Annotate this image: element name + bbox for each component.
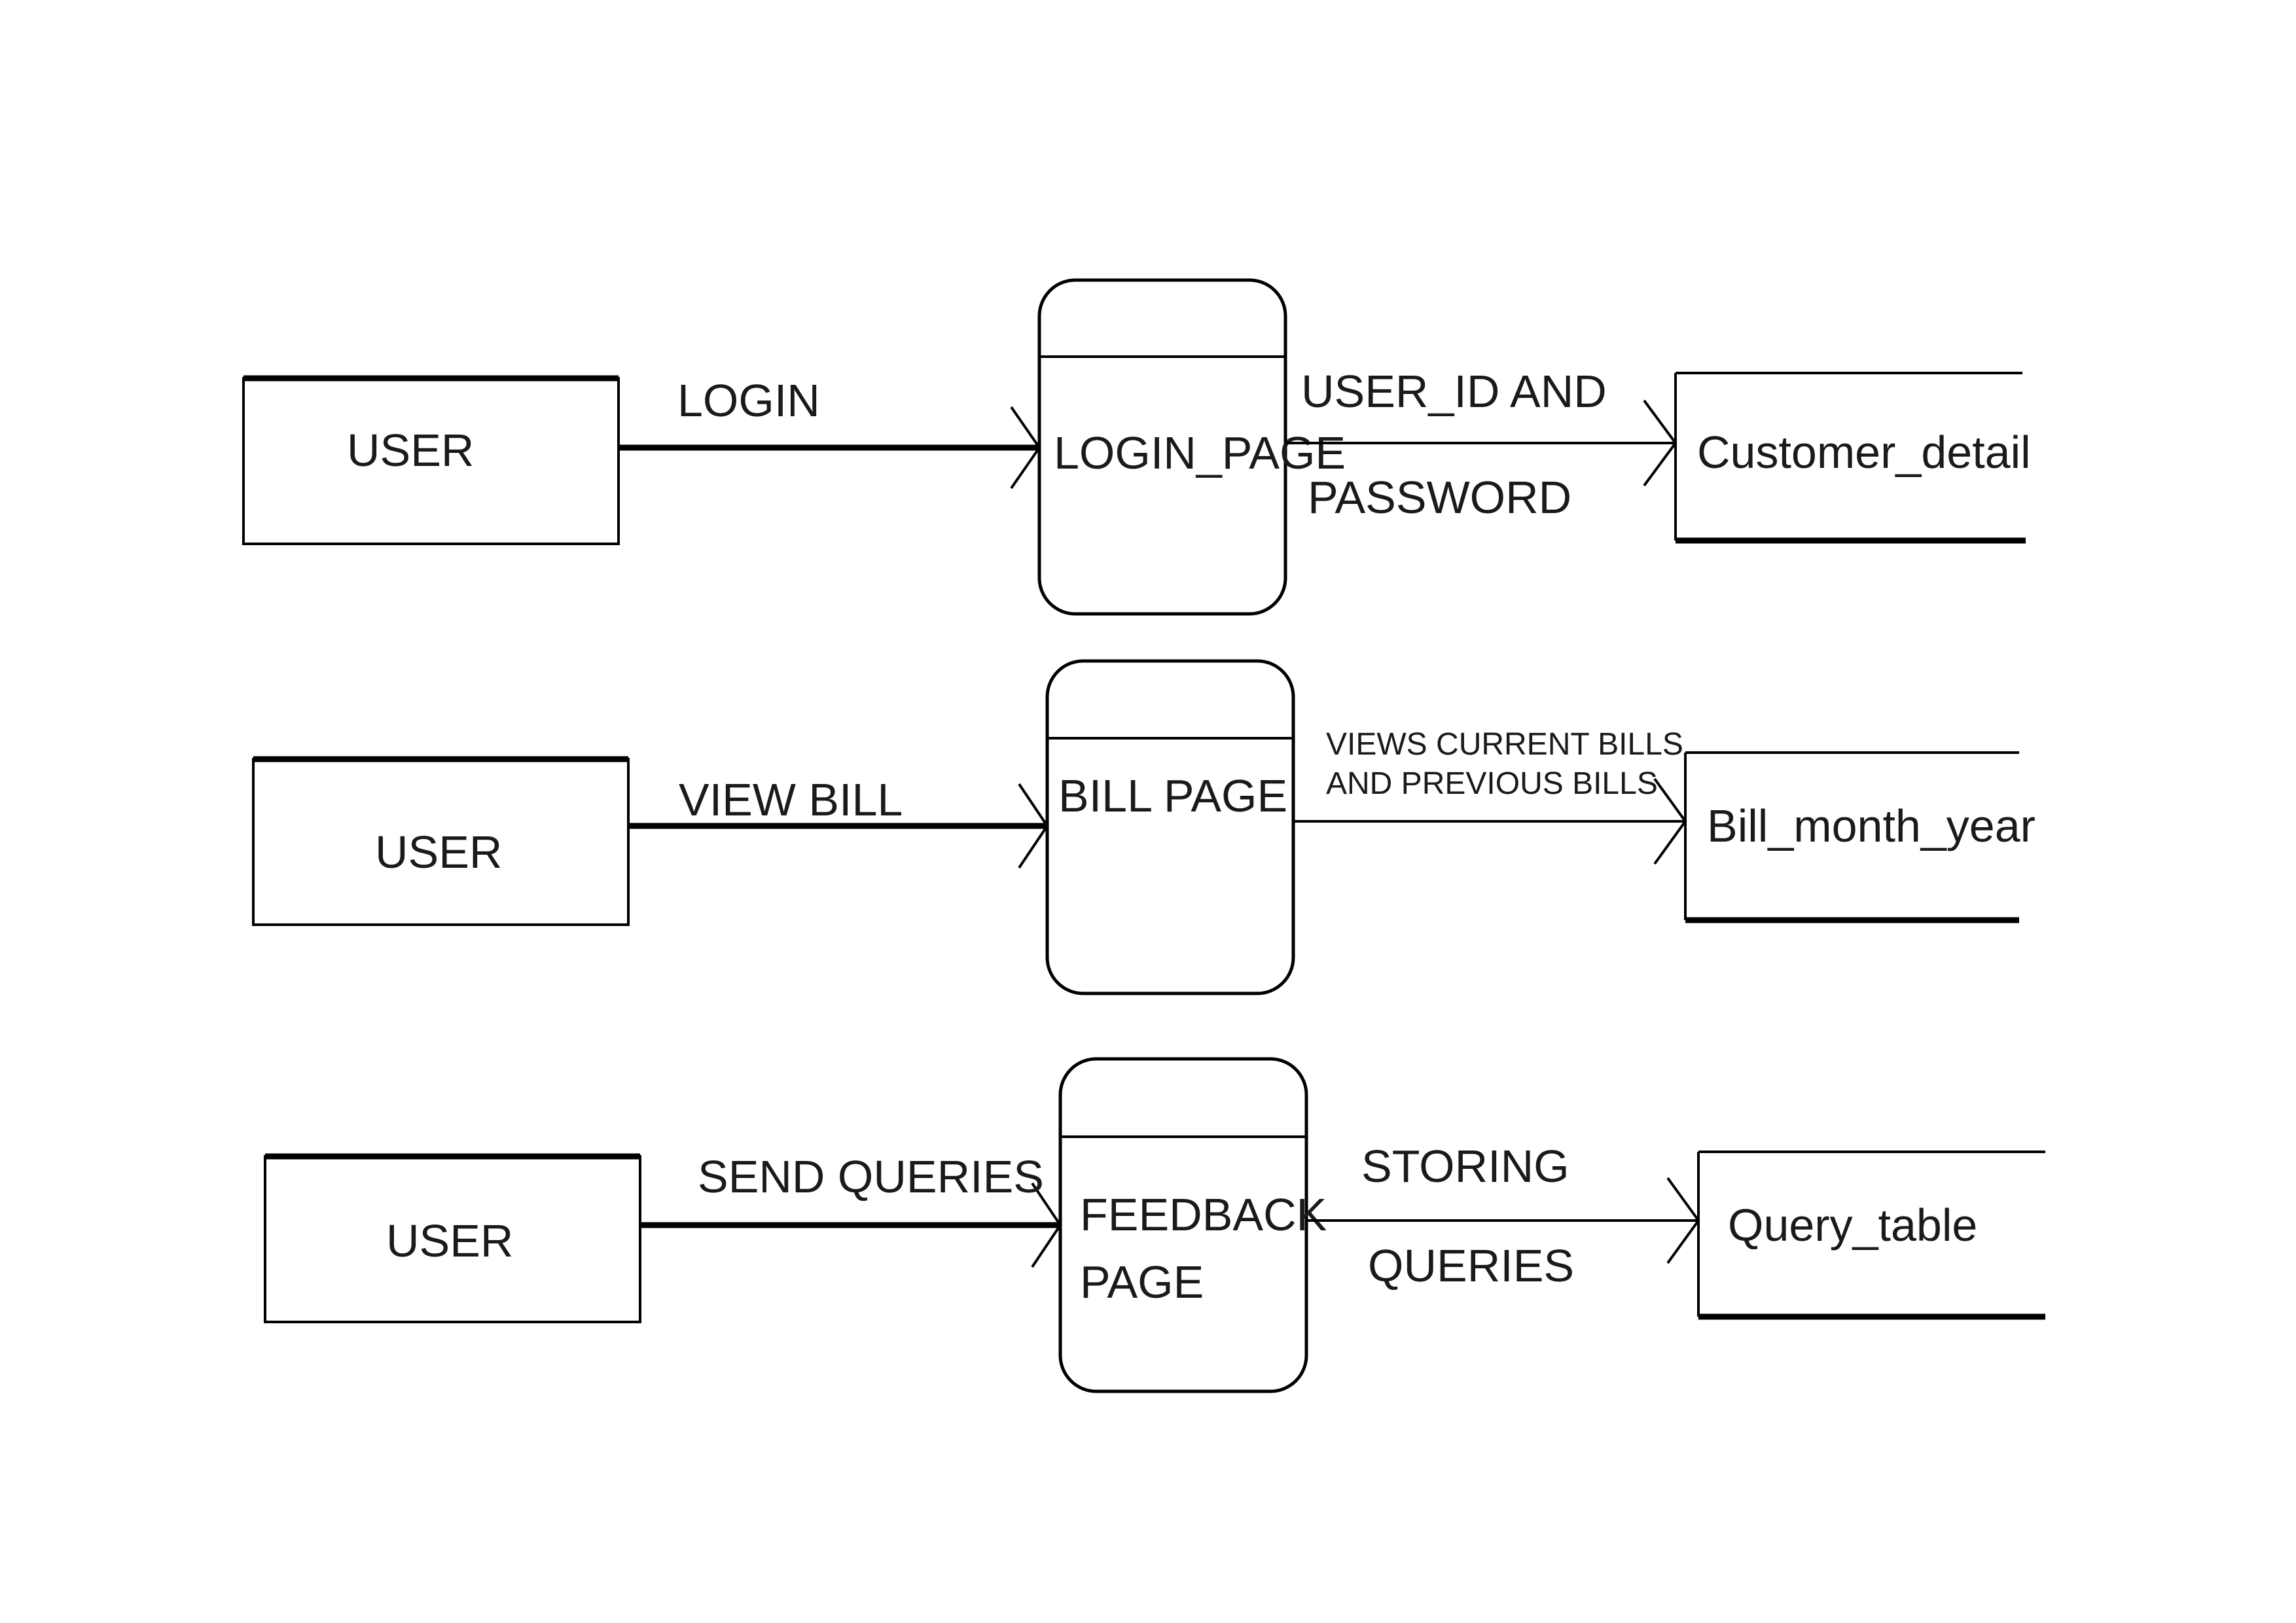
flow-views-bills-label-1: VIEWS CURRENT BILLS (1326, 727, 1683, 762)
flow-userid-password-label-2: PASSWORD (1308, 472, 1571, 523)
datastore-query-table-label: Query_table (1728, 1200, 1977, 1251)
process-bill-page: BILL PAGE (1045, 659, 1295, 995)
flow-userid-password: USER_ID AND PASSWORD (1285, 366, 1677, 523)
process-bill-page-label: BILL PAGE (1058, 770, 1287, 821)
entity-user-2: USER (252, 756, 630, 926)
entity-user-3: USER (264, 1153, 641, 1323)
flow-storing-queries-label-2: QUERIES (1368, 1240, 1574, 1291)
process-login-page: LOGIN_PAGE (1037, 278, 1346, 616)
process-feedback-page-label-1: FEEDBACK (1080, 1189, 1327, 1240)
process-login-page-label: LOGIN_PAGE (1054, 427, 1346, 478)
entity-user-1: USER (242, 375, 620, 545)
datastore-bill-month-year: Bill_month_year (1684, 751, 2036, 923)
entity-user-2-label: USER (375, 827, 502, 878)
flow-userid-password-label-1: USER_ID AND (1301, 366, 1607, 417)
process-feedback-page: FEEDBACK PAGE (1058, 1057, 1327, 1393)
flow-login-label: LOGIN (677, 375, 820, 426)
datastore-bill-month-year-label: Bill_month_year (1707, 800, 2036, 851)
entity-user-1-label: USER (347, 425, 474, 476)
datastore-query-table: Query_table (1697, 1150, 2045, 1320)
row-login: USER LOGIN LOGIN_PAGE USER_ID AND PASSWO… (242, 278, 2031, 616)
flow-send-queries-label: SEND QUERIES (698, 1151, 1044, 1202)
datastore-customer-detail: Customer_detail (1674, 372, 2031, 544)
flow-views-bills-label-2: AND PREVIOUS BILLS (1326, 766, 1658, 801)
flow-view-bill-label: VIEW BILL (679, 774, 903, 825)
flow-storing-queries: STORING QUERIES (1306, 1141, 1700, 1291)
row-send-queries: USER SEND QUERIES FEEDBACK PAGE STORING … (264, 1057, 2045, 1393)
flow-send-queries: SEND QUERIES (640, 1151, 1062, 1268)
flow-view-bill: VIEW BILL (628, 774, 1049, 869)
entity-user-3-label: USER (386, 1215, 513, 1266)
process-feedback-page-label-2: PAGE (1080, 1257, 1204, 1308)
flow-login: LOGIN (619, 375, 1041, 490)
flow-storing-queries-label-1: STORING (1361, 1141, 1570, 1192)
row-view-bill: USER VIEW BILL BILL PAGE VIEWS CURRENT B… (252, 659, 2036, 995)
flow-views-bills: VIEWS CURRENT BILLS AND PREVIOUS BILLS (1293, 727, 1687, 865)
datastore-customer-detail-label: Customer_detail (1697, 427, 2031, 478)
